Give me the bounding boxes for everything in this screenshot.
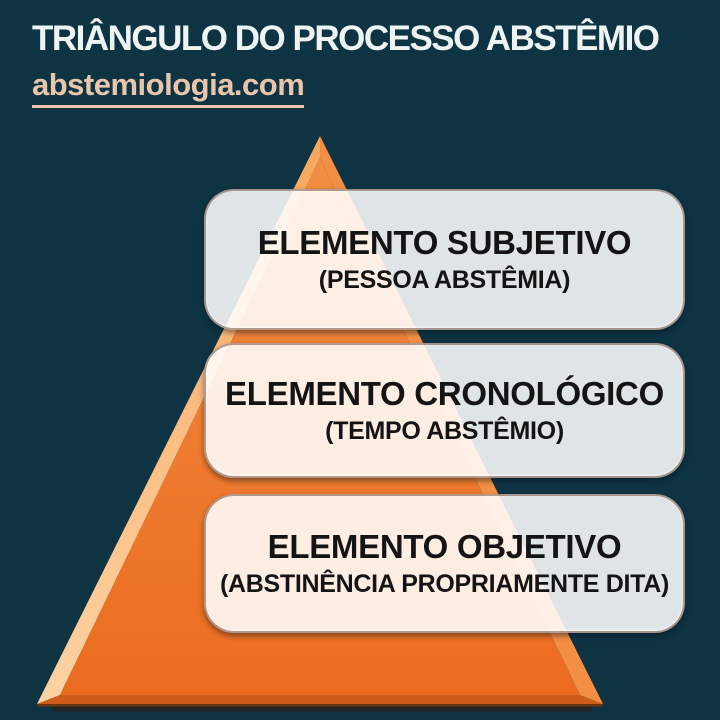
pyramid-level-1: ELEMENTO SUBJETIVO (PESSOA ABSTÊMIA) [204,189,685,330]
website-link[interactable]: abstemiologia.com [32,67,305,109]
level-3-title: ELEMENTO OBJETIVO [267,528,622,566]
pyramid-bottom-bevel [37,695,603,704]
pyramid-level-2: ELEMENTO CRONOLÓGICO (TEMPO ABSTÊMIO) [204,343,685,478]
header: TRIÂNGULO DO PROCESSO ABSTÊMIO abstemiol… [32,18,692,109]
pyramid-level-3: ELEMENTO OBJETIVO (ABSTINÊNCIA PROPRIAME… [204,494,685,633]
level-1-subtitle: (PESSOA ABSTÊMIA) [318,265,571,294]
level-3-subtitle: (ABSTINÊNCIA PROPRIAMENTE DITA) [219,569,670,598]
level-1-title: ELEMENTO SUBJETIVO [257,224,632,262]
level-2-subtitle: (TEMPO ABSTÊMIO) [325,416,564,445]
level-2-title: ELEMENTO CRONOLÓGICO [225,375,664,413]
page-title: TRIÂNGULO DO PROCESSO ABSTÊMIO [32,19,660,58]
